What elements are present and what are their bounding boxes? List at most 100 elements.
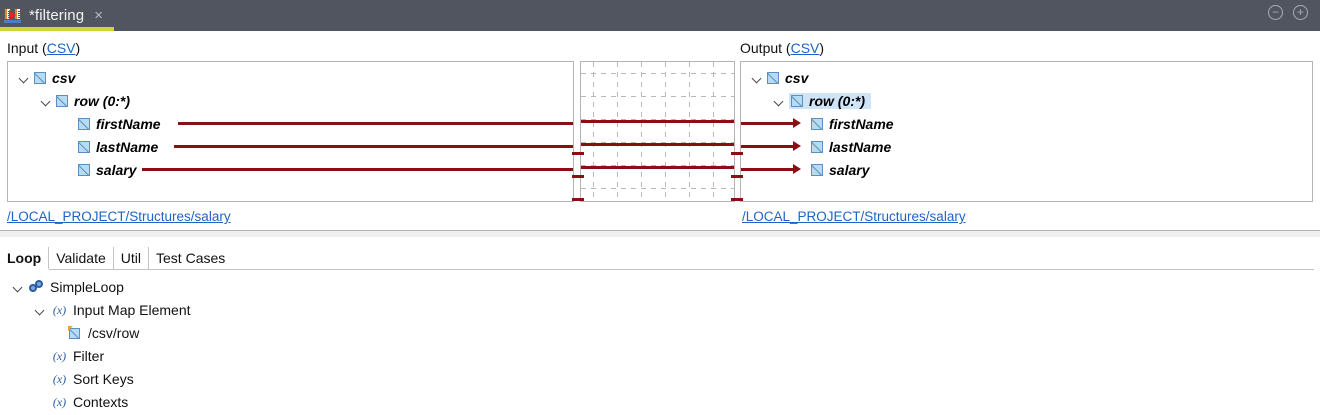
grid-line [617, 62, 618, 201]
list-item[interactable]: (x) Contexts [51, 391, 128, 413]
tree-item-label: row (0:*) [809, 93, 865, 109]
element-icon [791, 95, 803, 107]
list-item-label: Input Map Element [73, 302, 191, 318]
mapping-editor-area: Input (CSV) Output (CSV) csv row (0:*) f… [0, 31, 1320, 237]
mapping-wire [731, 152, 743, 155]
tree-row[interactable]: lastName [811, 136, 891, 158]
editor-tab-label: *filtering [29, 7, 84, 24]
input-panel-label: Input (CSV) [7, 40, 80, 56]
minimize-icon[interactable]: − [1268, 5, 1283, 20]
output-panel-label: Output (CSV) [740, 40, 824, 56]
element-icon [78, 164, 90, 176]
tree-item-label: firstName [96, 116, 161, 132]
mapping-wire [142, 168, 574, 171]
tree-row[interactable]: salary [811, 159, 869, 181]
list-item[interactable]: (x) Filter [51, 345, 104, 367]
active-tab-notch [0, 269, 49, 270]
mapping-wire [731, 198, 743, 201]
element-icon [767, 72, 779, 84]
tree-row[interactable]: csv [751, 67, 808, 89]
mapping-grid-panel[interactable] [580, 61, 735, 202]
wire-arrowhead [793, 141, 801, 151]
tree-row[interactable]: salary [78, 159, 136, 181]
function-fx-icon: (x) [51, 395, 68, 409]
element-icon [78, 141, 90, 153]
tree-item-label: row (0:*) [74, 93, 130, 109]
tree-row[interactable]: lastName [78, 136, 158, 158]
chevron-down-icon[interactable] [773, 95, 786, 108]
element-icon [811, 164, 823, 176]
input-structure-tree[interactable]: csv row (0:*) firstName lastName salary [7, 61, 574, 202]
chevron-down-icon[interactable] [34, 304, 47, 317]
function-fx-icon: (x) [51, 303, 68, 317]
output-path-link[interactable]: /LOCAL_PROJECT/Structures/salary [742, 209, 966, 224]
close-icon[interactable]: × [94, 8, 103, 23]
tree-row[interactable]: row (0:*) [773, 90, 871, 112]
input-csv-link[interactable]: CSV [47, 40, 76, 56]
tree-item-label: firstName [829, 116, 894, 132]
element-icon [811, 118, 823, 130]
chevron-down-icon[interactable] [12, 281, 25, 294]
grid-line [581, 188, 734, 189]
list-item[interactable]: (x) Input Map Element [34, 299, 191, 321]
grid-line [581, 73, 734, 74]
list-item[interactable]: (x) Sort Keys [51, 368, 134, 390]
list-item-label: Contexts [73, 394, 128, 410]
input-path-link[interactable]: /LOCAL_PROJECT/Structures/salary [7, 209, 231, 224]
tab-validate[interactable]: Validate [48, 247, 113, 269]
tree-item-label: salary [829, 162, 869, 178]
grid-line [641, 62, 642, 201]
output-label-text: Output ( [740, 40, 791, 56]
mapping-wire [580, 120, 735, 123]
function-fx-icon: (x) [51, 349, 68, 363]
mapping-wire [174, 145, 574, 148]
element-node-icon [68, 326, 82, 340]
list-item[interactable]: /csv/row [68, 322, 139, 344]
grid-line [593, 62, 594, 201]
element-icon [34, 72, 46, 84]
mapping-wire [580, 143, 735, 146]
wire-arrowhead [793, 164, 801, 174]
properties-tabstrip: Loop Validate Util Test Cases [0, 247, 232, 269]
mapping-wire [572, 152, 584, 155]
tab-util[interactable]: Util [113, 247, 148, 269]
element-icon [56, 95, 68, 107]
output-structure-tree[interactable]: csv row (0:*) firstName lastName salary [740, 61, 1313, 202]
tree-item-label: csv [52, 70, 75, 86]
mapping-wire [740, 168, 793, 171]
properties-area: Loop Validate Util Test Cases SimpleLoop… [0, 237, 1320, 415]
gear-loop-icon [29, 280, 44, 294]
list-item[interactable]: SimpleLoop [12, 276, 124, 298]
chevron-down-icon[interactable] [751, 72, 764, 85]
tab-loop[interactable]: Loop [0, 247, 48, 269]
selected-tree-item[interactable]: row (0:*) [789, 93, 871, 109]
output-csv-link[interactable]: CSV [791, 40, 820, 56]
mapping-wire [740, 122, 793, 125]
tree-row[interactable]: firstName [811, 113, 894, 135]
tree-item-label: lastName [829, 139, 891, 155]
mapping-transform-icon [4, 7, 22, 24]
mapping-wire [731, 175, 743, 178]
tree-row[interactable]: row (0:*) [40, 90, 130, 112]
element-icon [78, 118, 90, 130]
list-item-label: SimpleLoop [50, 279, 124, 295]
tab-test-cases[interactable]: Test Cases [148, 247, 232, 269]
tree-row[interactable]: csv [18, 67, 75, 89]
tree-item-label: csv [785, 70, 808, 86]
function-fx-icon: (x) [51, 372, 68, 386]
tree-item-label: lastName [96, 139, 158, 155]
wire-arrowhead [793, 118, 801, 128]
chevron-down-icon[interactable] [40, 95, 53, 108]
list-item-label: Sort Keys [73, 371, 134, 387]
maximize-icon[interactable]: + [1293, 5, 1308, 20]
list-item-label: /csv/row [88, 325, 139, 341]
output-label-close: ) [819, 40, 824, 56]
tree-row[interactable]: firstName [78, 113, 161, 135]
list-item-label: Filter [73, 348, 104, 364]
grid-line [665, 62, 666, 201]
chevron-down-icon[interactable] [18, 72, 31, 85]
mapping-wire [572, 175, 584, 178]
window-titlebar: *filtering × − + [0, 0, 1320, 31]
input-label-text: Input ( [7, 40, 47, 56]
tree-item-label: salary [96, 162, 136, 178]
